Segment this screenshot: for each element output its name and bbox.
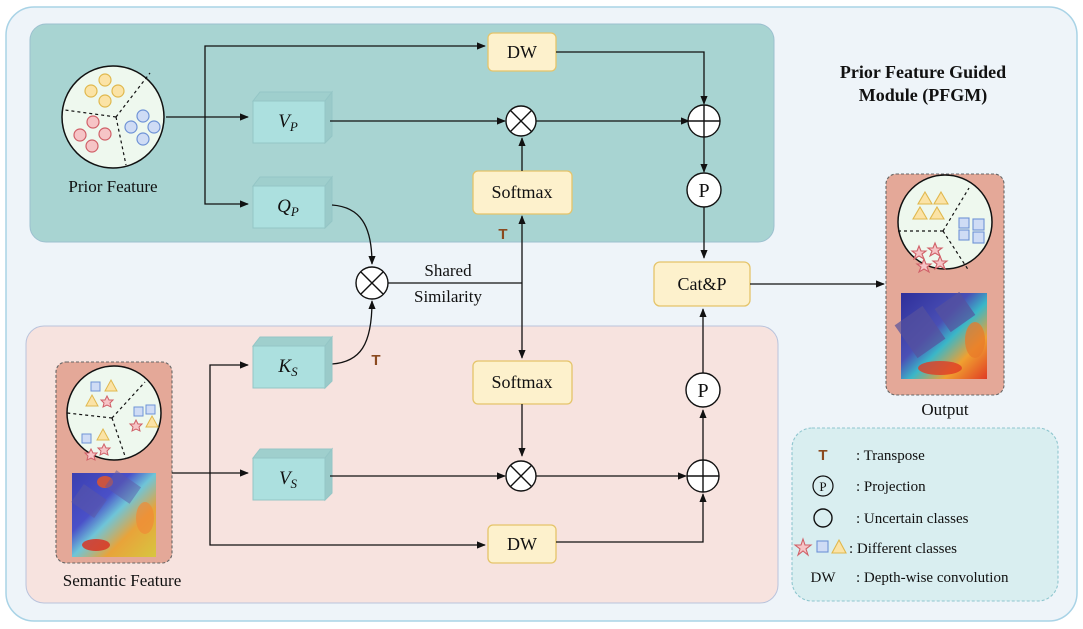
- vp-label: VP: [278, 111, 298, 134]
- arrow-prior-to-qp: [204, 117, 249, 208]
- legend-dw-symbol: DW: [811, 570, 837, 586]
- cat-p-label: Cat&P: [677, 274, 726, 294]
- legend-triangle-icon: [831, 538, 847, 554]
- legend-uncertain-text: : Uncertain classes: [856, 511, 969, 527]
- prior-transpose-mark: T: [498, 226, 507, 243]
- semantic-projection-label: P: [697, 380, 708, 402]
- vp-block: [251, 90, 334, 145]
- arrow-qp-to-shared: [331, 204, 376, 265]
- module-title-line1: Prior Feature Guided: [840, 62, 1006, 82]
- legend-star-icon: [793, 537, 813, 557]
- arrow-semantic-to-ks: [209, 361, 249, 473]
- arrow-dw-to-plus: [556, 51, 708, 105]
- legend-projection-icon: [812, 475, 834, 497]
- vs-block: [251, 447, 334, 502]
- legend-projection-text: : Projection: [856, 479, 926, 495]
- legend: T : Transpose P : Projection : Uncertain…: [791, 427, 1059, 602]
- semantic-multiply-icon: [505, 460, 537, 492]
- legend-square-icon: [816, 540, 829, 553]
- semantic-add-icon: [686, 459, 720, 493]
- semantic-panel: [25, 325, 779, 604]
- ks-block: [251, 335, 334, 390]
- shared-multiply-icon: [355, 266, 389, 300]
- arrow-semantic-dw-to-plus: [556, 493, 707, 543]
- ks-label: KS: [277, 356, 298, 379]
- output-card: [885, 173, 1005, 396]
- legend-classes-text: : Different classes: [849, 541, 957, 557]
- module-title-line2: Module (PFGM): [859, 85, 987, 106]
- arrow-semantic-to-dw: [209, 473, 486, 549]
- qp-block: [251, 175, 334, 230]
- legend-transpose-text: : Transpose: [856, 448, 925, 464]
- qp-label: QP: [277, 196, 299, 219]
- legend-uncertain-circle-icon: [813, 508, 833, 528]
- semantic-softmax-label: Softmax: [492, 372, 553, 392]
- legend-transpose-icon: T: [818, 447, 827, 464]
- vs-label: VS: [279, 468, 298, 491]
- legend-projection-symbol: P: [819, 479, 826, 494]
- prior-feature-circle: [61, 65, 165, 169]
- prior-dw-label: DW: [507, 42, 537, 62]
- shared-label-line1: Shared: [424, 261, 472, 280]
- semantic-feature-card: [55, 361, 173, 564]
- arrow-prior-to-dw: [166, 42, 486, 118]
- semantic-feature-label: Semantic Feature: [63, 571, 182, 590]
- prior-panel: [29, 23, 775, 243]
- prior-softmax-label: Softmax: [492, 182, 553, 202]
- legend-dw-text: : Depth-wise convolution: [856, 570, 1009, 586]
- semantic-dw-label: DW: [507, 534, 537, 554]
- output-label: Output: [921, 400, 969, 419]
- arrow-ks-to-shared: [331, 300, 376, 365]
- semantic-transpose-mark: T: [371, 352, 380, 369]
- prior-add-icon: [687, 104, 721, 138]
- prior-feature-label: Prior Feature: [68, 177, 157, 196]
- prior-projection-label: P: [698, 180, 709, 202]
- semantic-dw-box: [487, 524, 557, 564]
- shared-label-line2: Similarity: [414, 287, 483, 306]
- prior-multiply-icon: [505, 105, 537, 137]
